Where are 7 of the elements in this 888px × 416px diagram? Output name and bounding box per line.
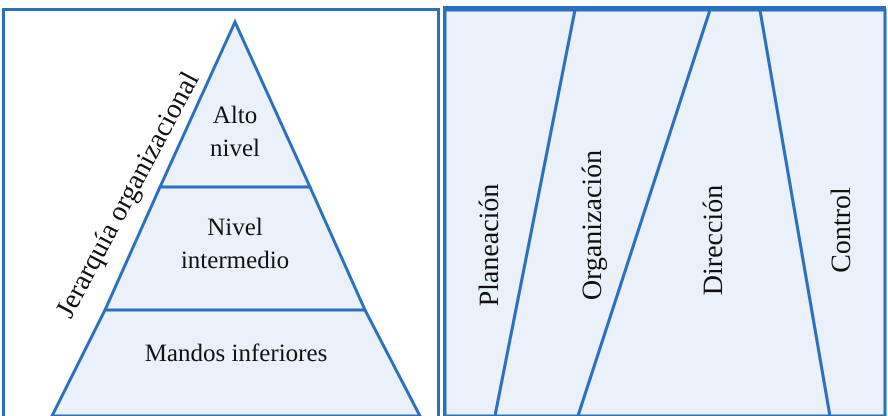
function-label: Organización <box>577 150 609 300</box>
function-label: Planeación <box>474 184 506 306</box>
level-label: Mandos inferiores <box>144 339 328 369</box>
function-label: Dirección <box>698 184 730 296</box>
function-label: Control <box>826 187 858 273</box>
level-label: Alto nivel <box>209 101 261 164</box>
level-label: Nivel intermedio <box>180 214 290 276</box>
